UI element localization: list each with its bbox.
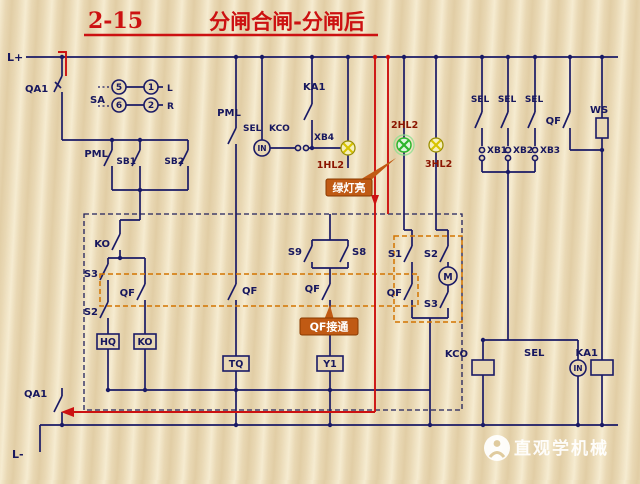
label-qf-3: QF	[305, 284, 320, 295]
label-in-mid: IN	[257, 144, 266, 153]
label-3hl2: 3HL2	[425, 159, 452, 170]
callouts: 绿灯亮 QF接通	[299, 158, 396, 336]
label-sa-1: 1	[148, 83, 154, 93]
in-relay-icon	[253, 139, 271, 157]
label-s2-left: S2	[84, 307, 98, 318]
label-sa-5: 5	[116, 83, 122, 93]
label-s9: S9	[288, 247, 302, 258]
motor-icon	[438, 266, 458, 286]
label-hq-coil: HQ	[100, 337, 116, 348]
label-ko-coil: KO	[137, 337, 152, 348]
label-ka1-top: KA1	[303, 82, 325, 93]
label-ws: WS	[590, 105, 608, 116]
red-arrow-down	[371, 195, 379, 206]
label-dir-l: L	[167, 84, 173, 94]
red-arrow-left	[61, 407, 74, 417]
label-sb1: SB1	[116, 157, 136, 167]
watermark-text: 直观学机械	[514, 438, 609, 459]
watermark: 直观学机械	[484, 435, 609, 461]
label-y1-coil: Y1	[322, 359, 337, 370]
label-sa: SA	[90, 95, 105, 106]
label-ko-contact: KO	[94, 239, 110, 250]
qf-on-callout: QF接通	[299, 305, 359, 336]
xb1-terminal-icon	[478, 146, 486, 162]
xb3-terminal-icon	[531, 146, 539, 162]
green-light-callout: 绿灯亮	[325, 158, 396, 197]
label-sel-right-3: SEL	[525, 95, 544, 105]
lamp-1hl2-icon	[340, 140, 356, 156]
green-light-callout-text: 绿灯亮	[333, 181, 366, 195]
circuit-wires	[26, 54, 618, 452]
xb4-terminal-icon	[294, 144, 310, 152]
tq-coil-icon	[222, 355, 250, 372]
label-xb1: XB1	[487, 146, 507, 156]
title-number: 2-15	[88, 8, 143, 34]
ko-coil-icon	[133, 333, 157, 350]
outer-dashed-box	[83, 213, 463, 411]
label-pml-left: PML	[84, 149, 108, 160]
xb2-terminal-icon	[504, 146, 512, 162]
label-s1: S1	[388, 249, 402, 260]
ws-switch-icon	[595, 117, 609, 139]
label-s3-left: S3	[84, 269, 98, 280]
lamp-2hl2-green-icon	[393, 134, 415, 156]
label-xb2: XB2	[513, 146, 533, 156]
label-xb3: XB3	[540, 146, 560, 156]
label-qf-4: QF	[387, 288, 402, 299]
label-qf-2: QF	[242, 286, 257, 297]
label-sa-6: 6	[116, 101, 122, 111]
ka1-coil-icon	[590, 359, 614, 376]
label-sa-2: 2	[148, 101, 154, 111]
component-labels: L+ QA1 SA 5 1 6 2 L R PML SB1 SB2 PML KA…	[7, 51, 608, 461]
qf-on-callout-text: QF接通	[310, 320, 349, 334]
label-qa1-top: QA1	[25, 84, 48, 95]
label-sel-bottom: SEL	[524, 348, 545, 359]
label-in-bottom: IN	[573, 364, 582, 373]
y1-coil-icon	[316, 355, 344, 372]
label-kco-bottom: KCO	[445, 349, 468, 360]
kco-coil-icon	[471, 359, 495, 376]
in-relay-bottom-icon	[569, 359, 587, 377]
label-sel-mid: SEL	[243, 124, 262, 134]
label-2hl2: 2HL2	[391, 120, 418, 131]
label-kco-mid: KCO	[269, 124, 290, 134]
label-xb4: XB4	[314, 133, 334, 143]
label-l-plus: L+	[7, 51, 23, 64]
label-sb2: SB2	[164, 157, 184, 167]
label-dir-r: R	[167, 102, 174, 112]
title-text: 分闸合闸-分闸后	[209, 10, 365, 34]
label-sel-right-1: SEL	[471, 95, 490, 105]
current-path-highlight	[58, 51, 391, 417]
qf-row-dashed-box	[99, 273, 419, 307]
label-qf-1: QF	[120, 288, 135, 299]
component-symbols	[96, 79, 614, 377]
dashed-regions	[83, 213, 463, 411]
label-qf-top-right: QF	[546, 116, 561, 127]
label-motor: M	[443, 272, 452, 283]
motor-dashed-box	[393, 235, 463, 323]
label-s3-right: S3	[424, 299, 438, 310]
hq-coil-icon	[96, 333, 120, 350]
lamp-3hl2-icon	[428, 137, 444, 153]
label-tq-coil: TQ	[229, 359, 244, 370]
label-1hl2: 1HL2	[317, 160, 344, 171]
label-pml-right: PML	[217, 108, 241, 119]
label-qa1-bottom: QA1	[24, 389, 47, 400]
label-sel-right-2: SEL	[498, 95, 517, 105]
label-s2-right: S2	[424, 249, 438, 260]
diagram-title: 2-15 分闸合闸-分闸后	[84, 8, 378, 37]
label-s8: S8	[352, 247, 366, 258]
label-l-minus: L-	[12, 448, 24, 461]
sa-selector-icon	[111, 79, 159, 113]
label-ka1-bottom: KA1	[576, 348, 598, 359]
watermark-logo	[484, 435, 510, 461]
